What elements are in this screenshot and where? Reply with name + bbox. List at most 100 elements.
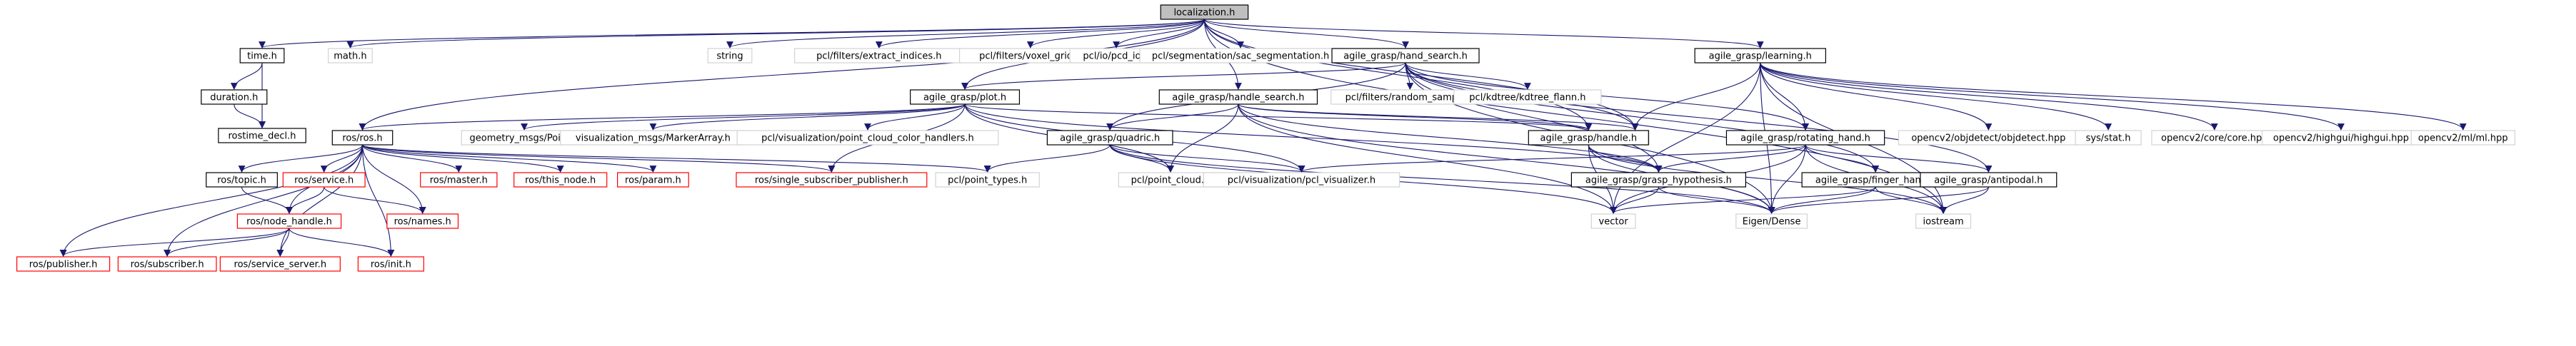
node-singlepub[interactable]: ros/single_subscriber_publisher.h [736,172,928,188]
edge-rotatinghand-to-pclvis [1298,144,1806,173]
node-label-thisnode: ros/this_node.h [525,175,596,186]
node-param[interactable]: ros/param.h [617,172,689,188]
node-stat[interactable]: sys/stat.h [2075,130,2142,146]
node-rostimedecl[interactable]: rostime_decl.h [218,128,306,143]
node-ml[interactable]: opencv2/ml/ml.hpp [2410,130,2515,146]
node-string[interactable]: string [707,48,753,63]
node-box-param [617,172,689,188]
node-plot[interactable]: agile_grasp/plot.h [910,89,1021,105]
edge-learning-to-set [1631,62,1761,131]
node-antipodal[interactable]: agile_grasp/antipodal.h [1920,172,2058,188]
node-eigen[interactable]: Eigen/Dense [1735,213,1808,229]
node-label-math: math.h [334,51,366,62]
node-handlesearch[interactable]: agile_grasp/handle_search.h [1158,89,1318,105]
node-markerarray[interactable]: visualization_msgs/MarkerArray.h [560,130,746,146]
node-service[interactable]: ros/service.h [282,172,366,188]
node-master[interactable]: ros/master.h [420,172,498,188]
node-label-colorhandlers: pcl/visualization/point_cloud_color_hand… [761,133,974,144]
node-topic[interactable]: ros/topic.h [206,172,278,188]
edge-rotatinghand-to-eigen [1768,144,1806,214]
node-randsample[interactable]: pcl/filters/random_sample.h [1330,89,1490,105]
node-grasphyp[interactable]: agile_grasp/grasp_hypothesis.h [1570,172,1747,188]
edge-group-handsearch-to-antipodal [1405,62,1993,173]
node-box-time [239,48,285,63]
node-names[interactable]: ros/names.h [386,213,459,229]
node-rotatinghand[interactable]: agile_grasp/rotating_hand.h [1725,130,1885,146]
node-voxel[interactable]: pcl/filters/voxel_grid.h [958,48,1102,63]
edge-rotatinghand-to-grasphyp [1655,144,1806,173]
node-box-service [282,172,366,188]
node-localization[interactable]: localization.h [1160,4,1249,20]
edge-handsearch-to-fingerhand [1405,62,1880,173]
node-rosh[interactable]: ros/ros.h [331,130,394,146]
edge-rosh-to-serviceserver [276,144,364,257]
edge-rosh-to-service [320,144,364,173]
node-label-corehpp: opencv2/core/core.hpp [2161,133,2268,144]
edge-fingerhand-to-vector [1610,186,1876,214]
node-subscriber[interactable]: ros/subscriber.h [117,256,217,272]
edge-grasphyp-to-eigen [1658,186,1775,214]
edge-group-handsearch-to-rotatinghand [1405,62,1809,131]
node-extract[interactable]: pcl/filters/extract_indices.h [794,48,964,63]
node-kdtree[interactable]: pcl/kdtree/kdtree_flann.h [1453,89,1602,105]
node-handsearch[interactable]: agile_grasp/hand_search.h [1331,48,1480,63]
edge-group-localization-to-math [347,19,1205,49]
node-label-pointtypes: pcl/point_types.h [948,175,1027,186]
node-box-eigen [1735,213,1808,229]
node-nodehandle[interactable]: ros/node_handle.h [236,213,342,229]
node-label-extract: pcl/filters/extract_indices.h [816,51,941,62]
node-learning[interactable]: agile_grasp/learning.h [1694,48,1826,63]
node-box-serviceserver [219,256,341,272]
node-label-quadric: agile_grasp/quadric.h [1060,133,1160,144]
edge-group-service-to-names [324,186,426,214]
node-box-string [707,48,753,63]
node-box-duration [201,89,268,105]
node-colorhandlers[interactable]: pcl/visualization/point_cloud_color_hand… [736,130,999,146]
node-pointtypes[interactable]: pcl/point_types.h [935,172,1040,188]
edge-localization-to-math [347,19,1205,49]
edge-group-quadric-to-pclvis [1109,144,1305,173]
edge-localization-to-time [259,19,1205,49]
node-fingerhand[interactable]: agile_grasp/finger_hand.h [1801,172,1950,188]
node-vector[interactable]: vector [1590,213,1636,229]
edge-localization-to-pcdio [1113,19,1205,49]
edge-learning-to-objdetect [1760,62,1993,131]
node-box-topic [206,172,278,188]
node-math[interactable]: math.h [328,48,373,63]
node-objdetect[interactable]: opencv2/objdetect/objdetect.hpp [1898,130,2079,146]
node-box-rosh [331,130,394,146]
node-label-vector: vector [1599,217,1629,228]
node-label-fingerhand: agile_grasp/finger_hand.h [1815,175,1936,186]
node-pclvis[interactable]: pcl/visualization/pcl_visualizer.h [1203,172,1400,188]
edge-handsearch-to-antipodal [1405,62,1993,173]
node-iostream[interactable]: iostream [1915,213,1972,229]
node-box-quadric [1046,130,1173,146]
node-highgui[interactable]: opencv2/highgui/highgui.hpp [2261,130,2421,146]
edge-plot-to-rosh [359,103,966,131]
node-label-iostream: iostream [1923,217,1964,228]
node-sacseg[interactable]: pcl/segmentation/sac_segmentation.h [1139,48,1342,63]
edge-group-quadric-to-pointtypes [983,144,1111,173]
node-serviceserver[interactable]: ros/service_server.h [219,256,341,272]
node-quadric[interactable]: agile_grasp/quadric.h [1046,130,1173,146]
node-publisher[interactable]: ros/publisher.h [16,256,111,272]
node-thisnode[interactable]: ros/this_node.h [513,172,608,188]
nodes-layer: localization.h time.h math.h string pcl/filt… [16,4,2515,272]
node-label-kdtree: pcl/kdtree/kdtree_flann.h [1469,93,1585,103]
node-label-voxel: pcl/filters/voxel_grid.h [979,51,1081,62]
node-time[interactable]: time.h [239,48,285,63]
node-box-ml [2410,130,2515,146]
edge-rosh-to-master [361,144,463,173]
edge-rosh-to-publisher [59,144,364,257]
edge-handsearch-to-rotatinghand [1405,62,1809,131]
node-point[interactable]: geometry_msgs/Point.h [461,130,588,146]
edge-group-nodehandle-to-serviceserver [276,228,290,257]
edge-group-rosh-to-param [361,144,657,173]
edge-group-localization-to-extract [876,19,1205,49]
node-label-localization: localization.h [1173,8,1235,19]
node-duration[interactable]: duration.h [201,89,268,105]
node-corehpp[interactable]: opencv2/core/core.hpp [2151,130,2278,146]
node-init[interactable]: ros/init.h [357,256,424,272]
node-handle[interactable]: agile_grasp/handle.h [1528,130,1649,146]
